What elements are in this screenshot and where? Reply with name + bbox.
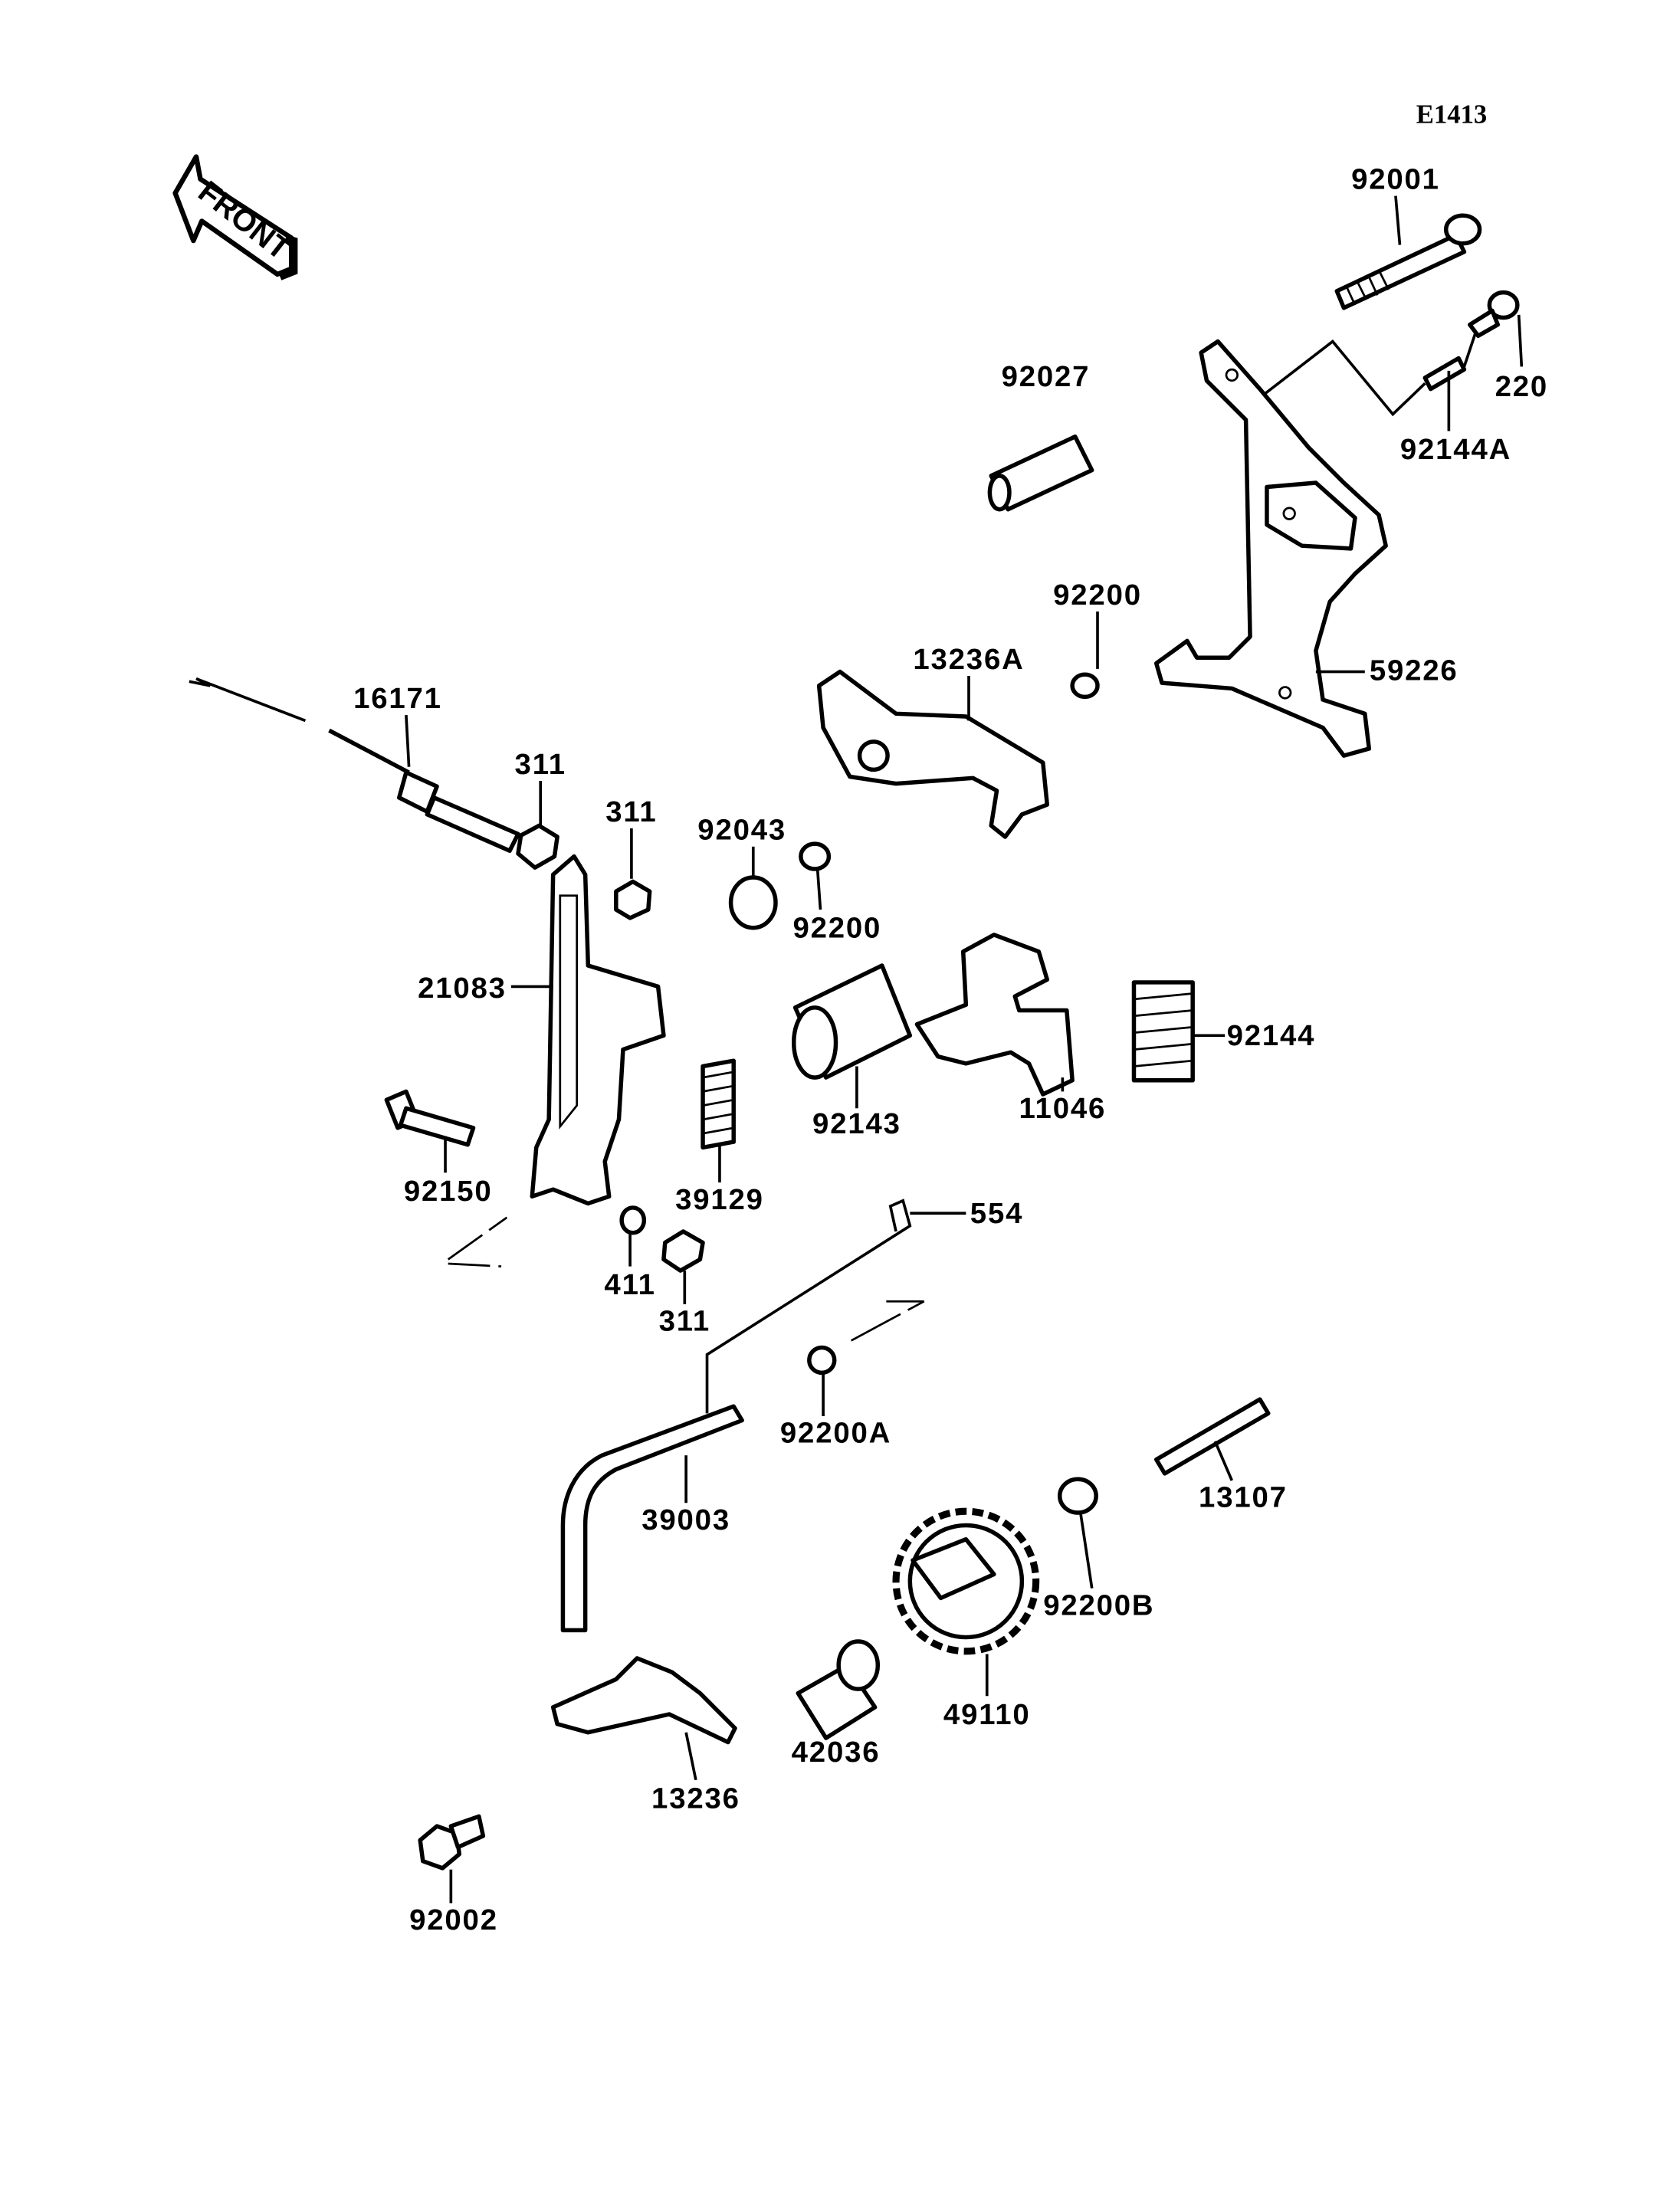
part-label-92027: 92027 <box>1002 360 1091 393</box>
part-label-554: 554 <box>970 1197 1023 1230</box>
screw-220 <box>1487 290 1520 320</box>
part-label-311: 311 <box>515 748 566 781</box>
part-label-92150: 92150 <box>404 1175 493 1208</box>
part-label-42036: 42036 <box>792 1736 881 1769</box>
leader-line <box>1394 195 1402 245</box>
bolt-92002 <box>418 1814 486 1871</box>
nut-311 <box>614 879 652 920</box>
part-label-92043: 92043 <box>697 814 786 847</box>
part-label-411: 411 <box>604 1268 655 1301</box>
pin-92027 <box>987 434 1094 512</box>
part-label-92200b: 92200B <box>1043 1589 1154 1622</box>
washer-92200a <box>807 1345 837 1376</box>
bolt-92150 <box>384 1089 476 1147</box>
pin-42036 <box>796 1639 881 1740</box>
part-label-49110: 49110 <box>943 1698 1031 1731</box>
spring-92144 <box>1131 980 1195 1083</box>
bracket-13236 <box>550 1656 737 1745</box>
part-label-92144: 92144 <box>1227 1019 1316 1052</box>
leader-line <box>1517 314 1524 367</box>
nut-311 <box>516 823 559 870</box>
leader-line <box>684 1732 697 1781</box>
lever-21083 <box>530 854 666 1206</box>
front-arrow-icon: FRONT <box>172 154 298 280</box>
part-label-220: 220 <box>1495 370 1548 403</box>
bracket-11046 <box>914 933 1075 1097</box>
spring-92144a <box>1422 356 1467 392</box>
part-label-92144a: 92144A <box>1400 433 1511 466</box>
parts-drawings <box>189 213 1520 1871</box>
gear-49110 <box>892 1507 1040 1655</box>
washer-92200 <box>799 841 832 871</box>
nut-311 <box>661 1229 705 1273</box>
part-label-59226: 59226 <box>1370 654 1459 687</box>
bracket-13236a <box>816 669 1050 839</box>
part-label-92001: 92001 <box>1351 163 1440 196</box>
roller-92143 <box>791 963 913 1080</box>
part-label-13236a: 13236A <box>913 643 1024 676</box>
part-label-92200: 92200 <box>1053 579 1142 612</box>
spring-39129 <box>701 1058 736 1150</box>
diagram-code: E1413 <box>1416 100 1488 130</box>
washer-411 <box>619 1205 647 1235</box>
leader-line <box>1213 1441 1233 1481</box>
pin-13107 <box>1153 1397 1271 1476</box>
part-label-92143: 92143 <box>812 1107 901 1140</box>
part-label-16171: 16171 <box>353 682 442 715</box>
bracket-59226 <box>1153 339 1388 758</box>
part-label-11046: 11046 <box>1019 1092 1107 1125</box>
cap-92043 <box>728 875 778 930</box>
leader-line <box>1079 1513 1094 1589</box>
part-label-21083: 21083 <box>418 972 507 1005</box>
washer-92200 <box>1070 672 1100 700</box>
washer-92200b <box>1057 1477 1098 1515</box>
bolt-92001 <box>1334 213 1482 310</box>
part-label-39129: 39129 <box>675 1183 764 1216</box>
part-label-311: 311 <box>605 795 657 828</box>
part-label-39003: 39003 <box>641 1503 730 1536</box>
leader-line <box>405 715 411 767</box>
leader-line <box>815 870 822 910</box>
part-number-labels: 92001 220 92144A 92027 92200 13236A 59226 16171… <box>353 163 1548 1937</box>
part-label-311: 311 <box>659 1305 710 1338</box>
part-label-92002: 92002 <box>409 1904 498 1936</box>
rod-39003 <box>560 1404 744 1633</box>
part-label-13236: 13236 <box>651 1782 740 1815</box>
part-label-92200: 92200 <box>792 911 881 944</box>
part-label-13107: 13107 <box>1199 1481 1288 1514</box>
part-label-92200a: 92200A <box>780 1417 891 1450</box>
